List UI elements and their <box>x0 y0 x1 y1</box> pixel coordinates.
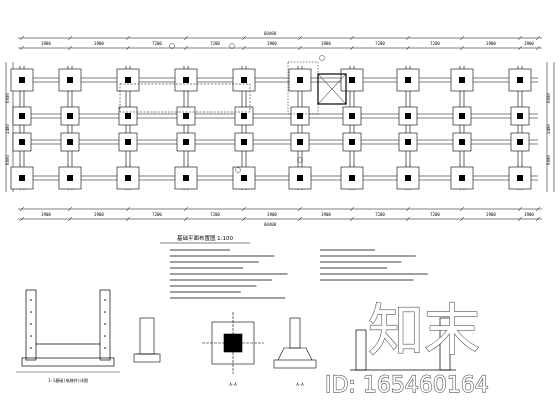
column-stub <box>405 175 411 181</box>
column-stub <box>459 77 465 83</box>
bottom-dimension: 7200 <box>210 212 220 217</box>
bottom-dimension: 3900 <box>94 212 104 217</box>
dimension-ticks <box>19 35 541 222</box>
column-stub <box>67 175 73 181</box>
right-dimension: 6000 <box>546 93 551 103</box>
column-stub <box>241 77 247 83</box>
column-stub <box>459 113 465 119</box>
left-dimension: 6000 <box>5 155 10 165</box>
column-stub <box>517 139 523 145</box>
column-stub <box>405 77 411 83</box>
column-stub <box>241 139 247 145</box>
column-stub <box>125 139 131 145</box>
column-stub <box>241 113 247 119</box>
column-stub <box>517 77 523 83</box>
column-stub <box>405 113 411 119</box>
left-dimension: 6000 <box>5 93 10 103</box>
top-dimension: 7200 <box>375 41 385 46</box>
general-notes <box>170 249 428 299</box>
right-dimension: 2400 <box>546 124 551 134</box>
top-dimension: 3900 <box>94 41 104 46</box>
bottom-dimension: 7200 <box>430 212 440 217</box>
watermark-id: ID: 165460164 <box>325 373 489 398</box>
column-stub <box>517 113 523 119</box>
column-stub <box>125 175 131 181</box>
top-dimension-labels: 3900 3900 7200 7200 3900 3900 7200 7200 3900 3900 <box>41 41 534 46</box>
column-section-detail <box>133 317 161 363</box>
column-stub <box>405 139 411 145</box>
bottom-dimension: 3900 <box>524 212 534 217</box>
column-stub <box>459 139 465 145</box>
column-stub <box>297 77 303 83</box>
bottom-dimension: 7200 <box>375 212 385 217</box>
bottom-dimension: 7200 <box>152 212 162 217</box>
bottom-dimension: 3900 <box>321 212 331 217</box>
column-stub <box>19 113 25 119</box>
column-stub <box>19 77 25 83</box>
watermark-brand: 知末 <box>368 299 480 364</box>
bottom-dimension: 3900 <box>267 212 277 217</box>
top-dimension: 7200 <box>152 41 162 46</box>
column-stub <box>125 113 131 119</box>
column-stub <box>349 113 355 119</box>
left-dimension: 2400 <box>5 124 10 134</box>
column-stub <box>19 139 25 145</box>
column-stub <box>183 139 189 145</box>
plan-title: 基础平面布置图 1:100 <box>177 234 234 242</box>
pit-detail-label: 1-1基础(电梯井)详图 <box>48 377 88 383</box>
top-dimension: 3900 <box>41 41 51 46</box>
column-stub <box>349 77 355 83</box>
column-stub <box>297 113 303 119</box>
top-dimension: 3900 <box>267 41 277 46</box>
bottom-dimension: 3900 <box>486 212 496 217</box>
footing-pads <box>10 68 532 190</box>
top-dimension: 7200 <box>430 41 440 46</box>
axis-markers <box>169 43 325 173</box>
column-stub <box>183 77 189 83</box>
column-stub <box>67 113 73 119</box>
stair-core <box>119 61 347 115</box>
footing-plan-label: A-A <box>229 382 237 387</box>
side-dimension-labels: 6000 2400 6000 6000 2400 6000 <box>5 93 551 165</box>
bottom-dimension: 3900 <box>41 212 51 217</box>
column-stub <box>349 175 355 181</box>
column-stub <box>517 175 523 181</box>
column-stub <box>67 77 73 83</box>
pit-rebar-dots <box>30 299 106 349</box>
column-stub <box>297 139 303 145</box>
column-stub <box>67 139 73 145</box>
right-dimension: 6000 <box>546 155 551 165</box>
column-stub <box>241 175 247 181</box>
footing-section-detail <box>273 317 317 369</box>
column-stub <box>297 175 303 181</box>
top-dimension: 3900 <box>486 41 496 46</box>
column-stub <box>183 113 189 119</box>
pit-section-detail <box>16 289 120 373</box>
plan-frame <box>5 37 555 220</box>
total-dimension-top: 60400 <box>264 31 277 36</box>
top-dimension: 3900 <box>524 41 534 46</box>
column-stub <box>349 139 355 145</box>
foundation-beams-vertical <box>19 66 523 190</box>
column-stub <box>183 175 189 181</box>
top-dimension: 3900 <box>321 41 331 46</box>
footing-plan-detail <box>202 312 264 374</box>
column-stub <box>459 175 465 181</box>
column-stub <box>19 175 25 181</box>
total-dimension-bottom: 60400 <box>264 222 277 227</box>
reinforcement-detail <box>350 317 456 371</box>
column-stub <box>125 77 131 83</box>
top-dimension: 7200 <box>210 41 220 46</box>
footing-section-label: A-A <box>296 382 304 387</box>
bottom-dimension-labels: 3900 3900 7200 7200 3900 3900 7200 7200 3900 3900 <box>41 212 534 217</box>
